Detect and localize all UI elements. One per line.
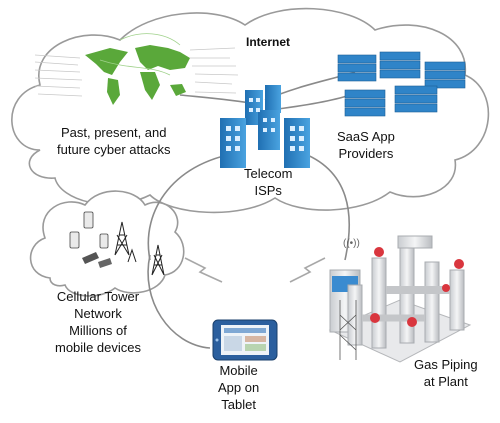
cyber-attack-map [34,33,239,105]
telecom-buildings [220,85,310,168]
phone-2 [83,211,94,229]
server-rack-3 [424,61,466,89]
saas-servers [337,51,466,117]
cyber-attacks-label: Past, present, and future cyber attacks [57,125,171,157]
cellular-towers [114,221,165,276]
server-rack-1 [337,54,377,82]
saas-providers-label: SaaS App Providers [337,129,395,161]
phone-3 [99,233,109,249]
gas-piping-label: Gas Piping at Plant [414,357,478,389]
gas-piping-plant: ((•)) [328,235,472,363]
server-rack-4 [344,89,386,117]
valves [370,247,464,327]
wireless-signal-left [184,257,223,283]
tower-2 [151,244,165,276]
building-large-right [284,118,310,168]
cellular-network-label: Cellular Tower Network Millions of mobil… [55,289,141,355]
internet-title: Internet [246,35,291,49]
wireless-signal-right [289,257,326,283]
phone-5 [98,258,112,268]
building-large-left [220,118,246,168]
phone-4 [82,252,99,264]
tower-1 [114,221,130,256]
link-cellular-to-tablet [147,254,211,349]
building-small-2 [265,85,281,113]
server-rack-5 [394,85,438,113]
tablet-device [212,319,278,361]
telecom-isps-label: Telecom ISPs [244,166,293,198]
server-rack-2 [379,51,421,79]
svg-text:((•)): ((•)) [343,238,360,249]
mobile-phones [69,211,112,268]
link-telecom-to-plant [299,151,350,261]
building-mid [258,110,280,150]
phone-1 [69,231,80,249]
mobile-app-label: Mobile App on Tablet [218,363,260,412]
